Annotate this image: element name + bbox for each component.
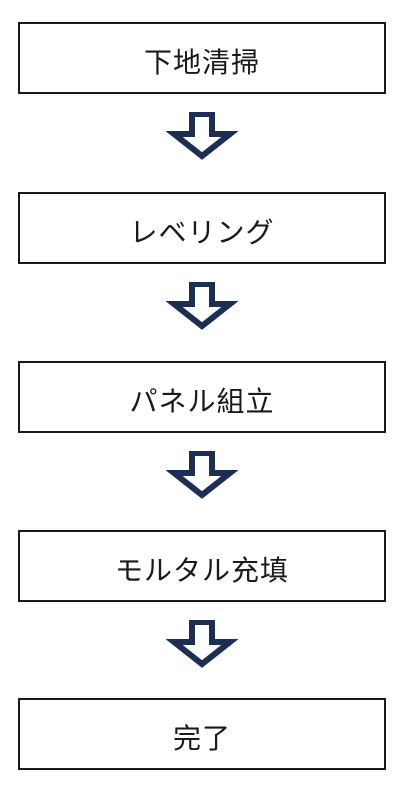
down-arrow-icon [166,282,238,330]
step-label-5: 完了 [172,722,231,755]
step-box-2: レベリング [18,192,386,264]
down-arrow-icon [166,620,238,668]
down-arrow-icon [166,112,238,160]
step-label-4: モルタル充填 [114,554,289,587]
down-arrow-icon [166,451,238,499]
step-box-1: 下地清掃 [18,22,386,94]
step-label-3: パネル組立 [129,385,275,418]
step-label-1: 下地清掃 [143,46,260,79]
step-box-4: モルタル充填 [18,530,386,602]
step-label-2: レベリング [129,216,275,249]
step-box-5: 完了 [18,698,386,770]
step-box-3: パネル組立 [18,361,386,433]
